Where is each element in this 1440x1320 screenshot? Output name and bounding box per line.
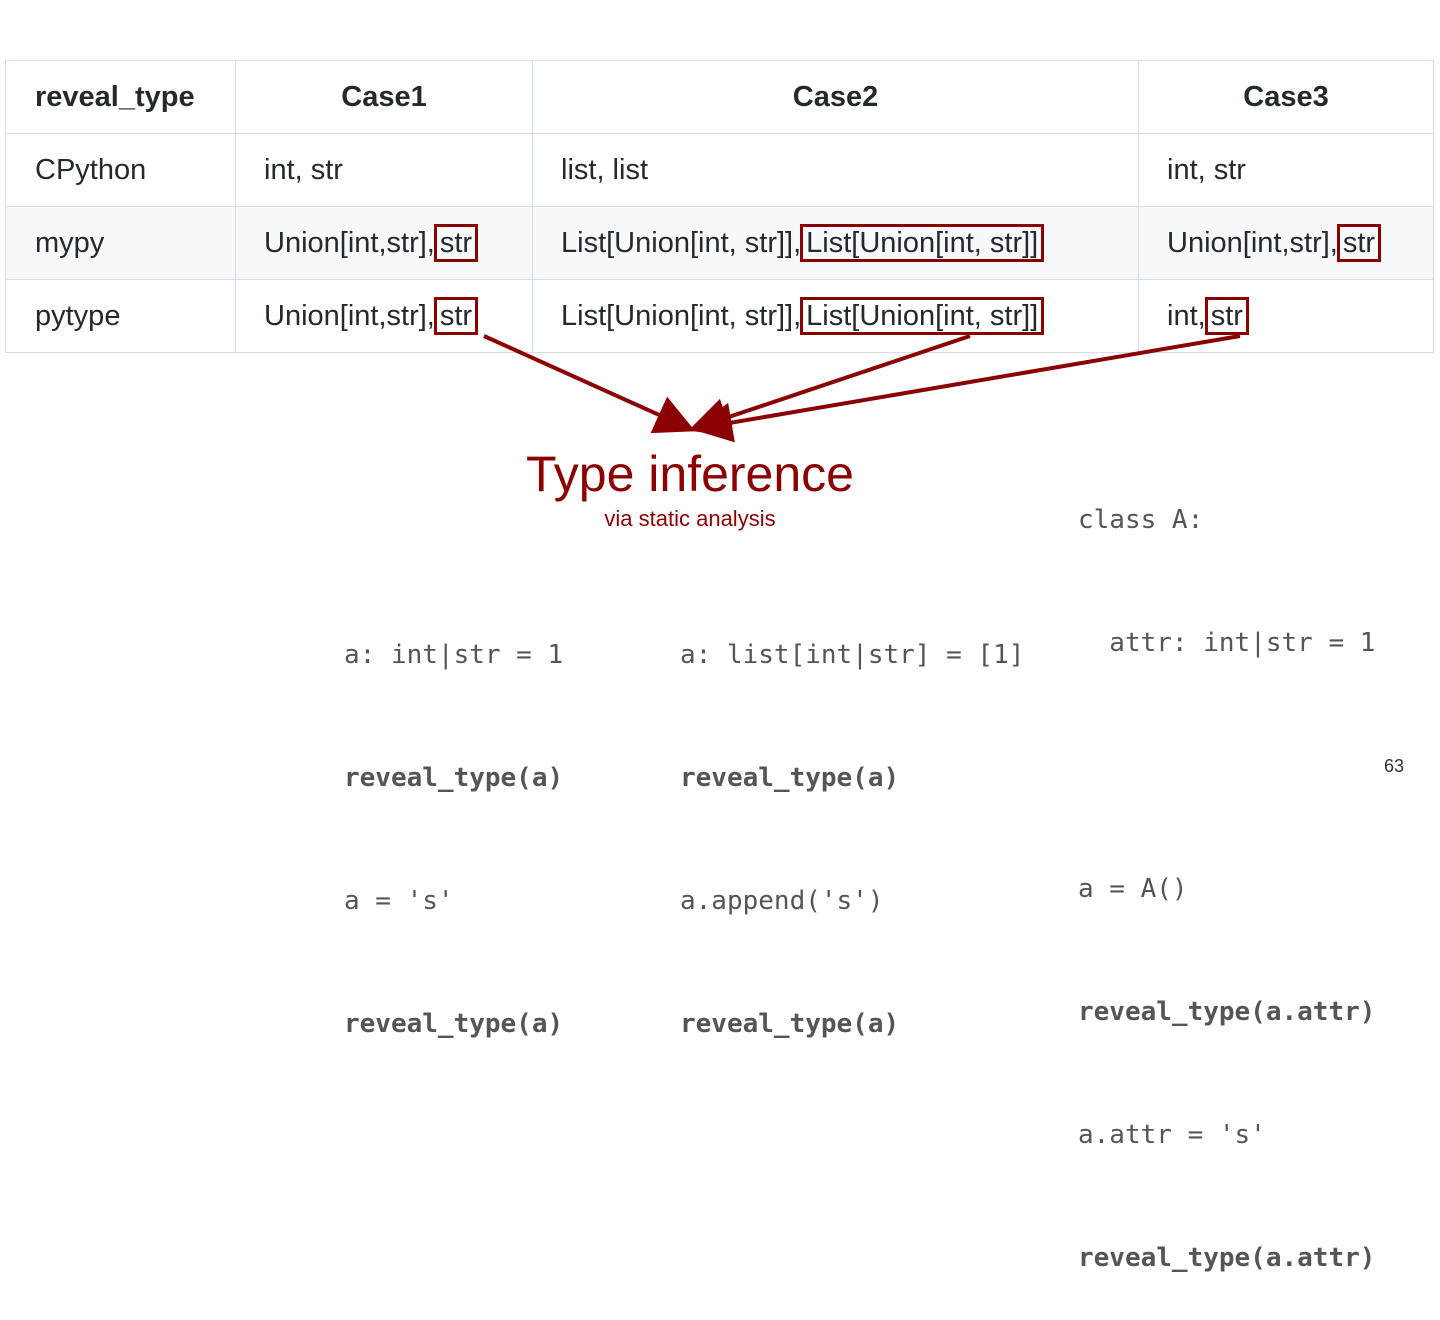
- highlight-box: str: [1336, 223, 1382, 262]
- table-cell: int, str: [235, 133, 533, 207]
- code-line: a = A(): [1078, 874, 1188, 904]
- row-label: pytype: [5, 279, 236, 353]
- header-case1: Case1: [235, 60, 533, 134]
- slide-subtitle: via static analysis: [604, 506, 776, 531]
- header-reveal-type: reveal_type: [5, 60, 236, 134]
- code-line: a.attr = 's': [1078, 1120, 1266, 1150]
- highlight-box: str: [1204, 296, 1249, 335]
- arrows-diagram: [483, 334, 1241, 443]
- table-cell: int, str: [1138, 133, 1434, 207]
- cell-text: Union[int,str],: [1167, 226, 1338, 259]
- code-line: a: list[int|str] = [1]: [680, 640, 1025, 670]
- table-cell: Union[int,str],str: [235, 206, 533, 280]
- cell-text: Union[int,str],: [264, 299, 435, 332]
- arrow-case3: [692, 334, 1241, 443]
- code-line: reveal_type(a): [344, 763, 564, 793]
- code-line: attr: int|str = 1: [1078, 628, 1376, 658]
- page-number: 63: [1384, 756, 1405, 776]
- arrow-case2: [688, 334, 971, 437]
- table-row-mypy: mypy Union[int,str],str List[Union[int, …: [5, 206, 1434, 280]
- cell-text: Union[int,str],: [264, 226, 435, 259]
- highlight-box: str: [433, 296, 479, 335]
- code-line: reveal_type(a.attr): [1078, 1243, 1376, 1273]
- arrow-case1: [483, 334, 696, 434]
- cell-text: List[Union[int, str]],: [561, 299, 802, 332]
- table-cell: List[Union[int, str]],List[Union[int, st…: [532, 279, 1139, 353]
- highlight-box: List[Union[int, str]]: [800, 296, 1045, 335]
- slide-title: Type inference: [526, 446, 854, 502]
- cell-text: int,: [1167, 299, 1206, 332]
- code-block-case1: a: int|str = 1 reveal_type(a) a = 's' re…: [344, 553, 563, 1086]
- code-line: reveal_type(a): [680, 763, 900, 793]
- code-line: a = 's': [344, 886, 454, 916]
- highlight-box: List[Union[int, str]]: [800, 223, 1045, 262]
- code-line: reveal_type(a.attr): [1078, 997, 1376, 1027]
- table-cell: int,str: [1138, 279, 1434, 353]
- code-line: reveal_type(a): [344, 1009, 564, 1039]
- highlight-box: str: [433, 223, 479, 262]
- table-cell: Union[int,str],str: [235, 279, 533, 353]
- code-line: a: int|str = 1: [344, 640, 564, 670]
- reveal-type-table: reveal_type Case1 Case2 Case3 CPython in…: [5, 60, 1434, 353]
- code-line: a.append('s'): [680, 886, 884, 916]
- code-block-case2: a: list[int|str] = [1] reveal_type(a) a.…: [680, 553, 1024, 1086]
- header-case2: Case2: [532, 60, 1139, 134]
- table-cell: Union[int,str],str: [1138, 206, 1434, 280]
- table-row-pytype: pytype Union[int,str],str List[Union[int…: [5, 279, 1434, 353]
- cell-text: int, str: [1167, 153, 1246, 186]
- row-label: mypy: [5, 206, 236, 280]
- code-block-case3: class A: attr: int|str = 1 a = A() revea…: [1078, 418, 1375, 1320]
- cell-text: List[Union[int, str]],: [561, 226, 802, 259]
- code-line: [1078, 746, 1375, 787]
- code-line: reveal_type(a): [680, 1009, 900, 1039]
- cell-text: list, list: [561, 153, 648, 186]
- table-cell: List[Union[int, str]],List[Union[int, st…: [532, 206, 1139, 280]
- cell-text: int, str: [264, 153, 343, 186]
- code-line: class A:: [1078, 505, 1204, 535]
